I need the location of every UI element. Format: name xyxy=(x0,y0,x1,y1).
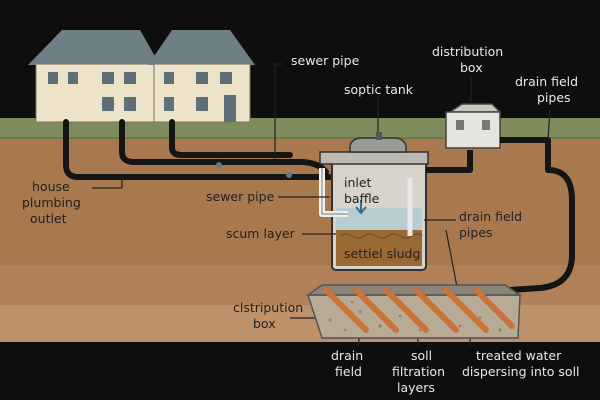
label-soil-filtration: soll xyxy=(411,348,432,363)
label-distribution-box-bottom: clstripution xyxy=(233,300,303,315)
window-icon xyxy=(102,97,114,111)
label-house-plumbing-2: plumbing xyxy=(22,195,81,210)
label-soil-filtration-2: filtration xyxy=(392,364,445,379)
window-icon xyxy=(102,72,114,84)
label-distribution-box-top-2: box xyxy=(460,60,483,75)
pipe-joint-icon xyxy=(216,162,222,168)
sewer-pipes xyxy=(63,119,333,180)
window-icon xyxy=(68,72,78,84)
label-house-plumbing: house xyxy=(32,179,70,194)
tank-riser xyxy=(349,137,407,153)
window-icon xyxy=(164,97,174,111)
outlet-pipe xyxy=(426,150,473,173)
label-septic-tank: soptic tank xyxy=(344,82,414,97)
label-scum-layer: scum layer xyxy=(226,226,296,241)
label-distribution-box-bottom-2: box xyxy=(253,316,276,331)
label-drain-field-pipes-mid-2: pipes xyxy=(459,225,493,240)
label-distribution-box-top: distribution xyxy=(432,44,503,59)
label-drain-field-2: field xyxy=(335,364,362,379)
drain-field-main-pipe xyxy=(500,137,575,293)
drain-field-bed xyxy=(305,284,523,339)
tank-lid xyxy=(319,151,429,165)
window-icon xyxy=(196,97,208,111)
septic-tank xyxy=(319,132,429,271)
door-icon xyxy=(224,95,236,122)
label-sewer-pipe-mid: sewer pipe xyxy=(206,189,275,204)
distribution-box xyxy=(445,103,502,149)
label-treated-water: treated water xyxy=(476,348,562,363)
flow-arrow-icon xyxy=(355,200,367,215)
bottom-margin xyxy=(0,342,600,400)
label-inlet-baffle: inlet xyxy=(344,175,372,190)
label-house-plumbing-3: outlet xyxy=(30,211,67,226)
label-inlet-baffle-2: baffle xyxy=(344,191,380,206)
label-settled-sludge: settiel sludg xyxy=(344,246,420,261)
label-treated-water-2: dispersing into soll xyxy=(462,364,580,379)
window-icon xyxy=(124,97,136,111)
window-icon xyxy=(164,72,174,84)
drain-field-perforated-pipes xyxy=(323,287,515,333)
label-drain-field-pipes-mid: drain field xyxy=(459,209,522,224)
window-icon xyxy=(196,72,208,84)
label-sewer-pipe-top: sewer pipe xyxy=(291,53,360,68)
window-icon xyxy=(48,72,58,84)
pipe-joint-icon xyxy=(286,172,292,178)
label-drain-field-pipes-top-2: pipes xyxy=(537,90,571,105)
label-drain-field-pipes-top: drain field xyxy=(515,74,578,89)
window-icon xyxy=(124,72,136,84)
label-soil-filtration-3: layers xyxy=(397,380,435,395)
label-drain-field: drain xyxy=(331,348,363,363)
window-icon xyxy=(220,72,232,84)
house-right xyxy=(148,30,255,123)
